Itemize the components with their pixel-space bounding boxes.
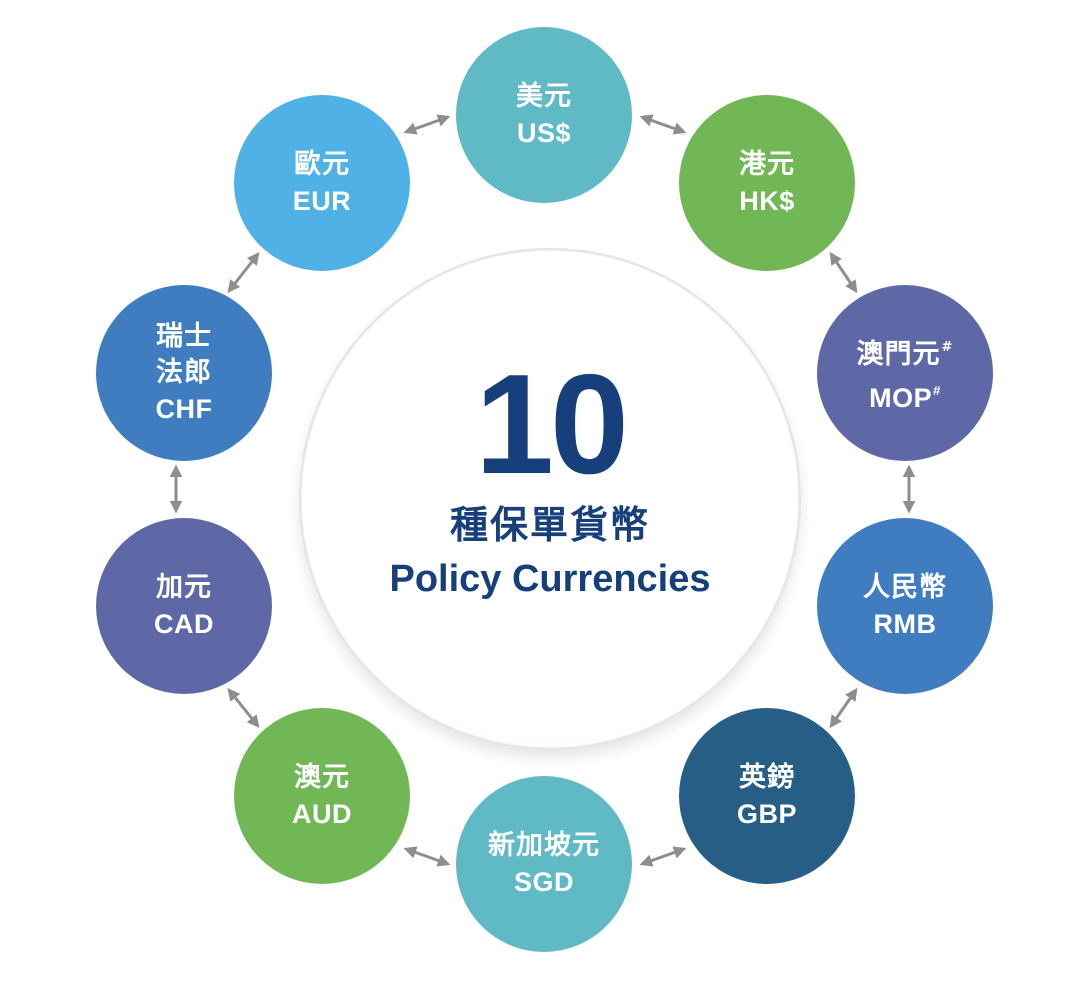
currency-node-usd: 美元 US$ — [456, 27, 632, 203]
currency-name-zh: 港元 — [739, 149, 795, 180]
currency-name-zh: 英鎊 — [739, 762, 795, 793]
currency-code: SGD — [513, 867, 574, 897]
center-label-zh: 種保單貨幣 — [449, 503, 650, 547]
arrow-eur-usd — [403, 114, 451, 135]
currency-node-rmb: 人民幣 RMB — [817, 518, 993, 694]
currency-code: US$ — [516, 118, 572, 148]
currency-name-zh: 澳門元# — [856, 339, 954, 370]
currency-node-chf: 瑞士 法郎 CHF — [96, 285, 272, 461]
currency-name-zh: 歐元 — [294, 149, 350, 180]
currency-code: GBP — [736, 799, 797, 829]
currency-node-sgd: 新加坡元 SGD — [456, 776, 632, 952]
currency-code: CHF — [155, 394, 213, 424]
currency-code: HK$ — [739, 186, 795, 216]
currency-code: RMB — [873, 609, 937, 639]
currency-node-eur: 歐元 EUR — [234, 95, 410, 271]
center-label-en: Policy Currencies — [389, 558, 711, 600]
currency-node-mop: 澳門元# MOP# — [817, 285, 993, 461]
currency-count: 10 — [475, 345, 629, 504]
currency-code: CAD — [154, 609, 214, 639]
currency-name-zh: 加元 — [156, 572, 212, 603]
currency-code: EUR — [292, 186, 352, 216]
currency-name-zh: 美元 — [516, 81, 572, 112]
currency-name-zh: 人民幣 — [863, 572, 947, 603]
currency-name-zh: 新加坡元 — [488, 830, 600, 861]
arrow-gbp-sgd — [639, 846, 687, 867]
currency-name-zh-line2: 法郎 — [156, 357, 212, 388]
currency-code: AUD — [292, 799, 352, 829]
arrow-usd-hkd — [639, 114, 687, 135]
currency-node-gbp: 英鎊 GBP — [679, 708, 855, 884]
arrow-chf-eur — [227, 252, 260, 293]
arrow-rmb-gbp — [829, 687, 858, 729]
currency-code: MOP# — [869, 383, 941, 413]
currency-node-aud: 澳元 AUD — [234, 708, 410, 884]
arrow-aud-cad — [227, 688, 260, 728]
currency-node-cad: 加元 CAD — [96, 518, 272, 694]
footnote-mark: # — [933, 383, 941, 398]
currency-name-zh: 澳元 — [294, 762, 350, 793]
arrow-sgd-aud — [403, 846, 451, 867]
footnote-mark: # — [941, 340, 954, 355]
center-hub: 10 種保單貨幣 Policy Currencies — [299, 248, 801, 750]
arrow-hkd-mop — [829, 251, 858, 294]
currency-name-zh-line1: 瑞士 — [156, 321, 212, 352]
currency-node-hkd: 港元 HK$ — [679, 95, 855, 271]
